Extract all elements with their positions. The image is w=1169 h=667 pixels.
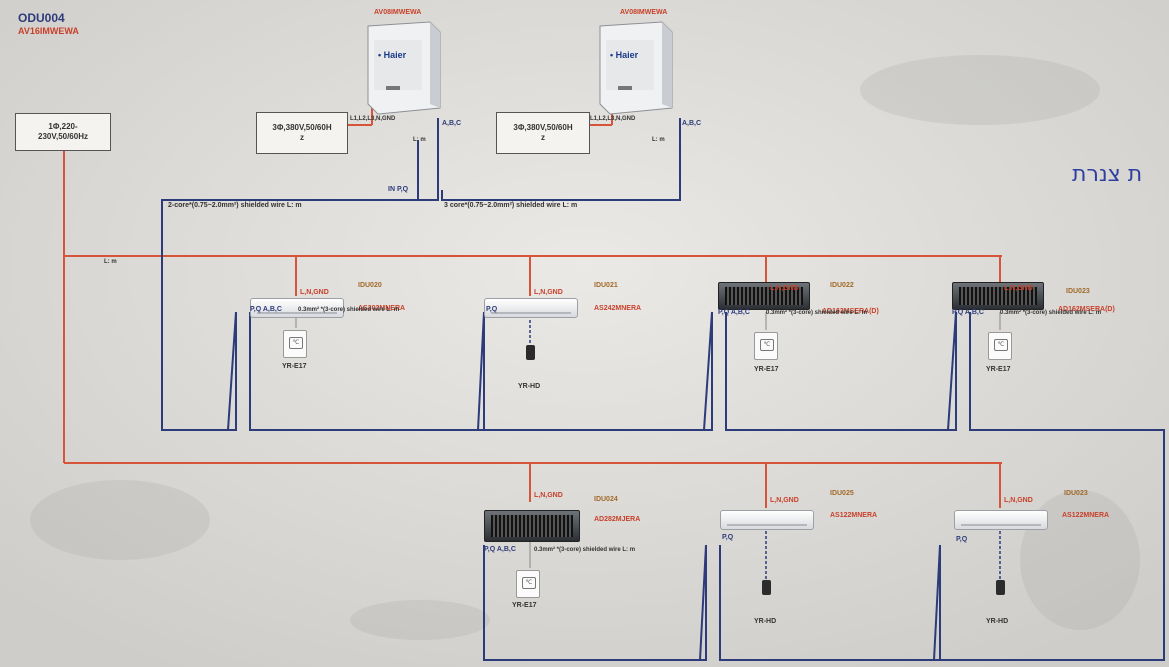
idu023-pq: P,Q A,B,C <box>952 309 984 316</box>
idu023b-pq: P,Q <box>956 536 968 543</box>
idu021-power: L,N,GND <box>534 289 563 296</box>
idu025-id: IDU025 <box>830 490 854 497</box>
idu023b-id: IDU023 <box>1064 490 1088 497</box>
idu025-model: AS122MNERA <box>830 512 878 519</box>
hebrew-note: ת צנרת <box>1072 162 1143 187</box>
three-phase-power-box-2: 3Φ,380V,50/60H z <box>496 112 590 154</box>
outdoor-unit-2-length: L: m <box>652 137 665 143</box>
outdoor-unit-1-model: AV08IMWEWA <box>374 9 422 16</box>
outdoor-unit-2-comm-terminals: A,B,C <box>682 120 702 127</box>
idu025-controller: YR-HD <box>754 618 777 625</box>
outdoor-unit-1-comm-terminals: A,B,C <box>442 120 462 127</box>
idu022-power: L,N,GND <box>770 285 799 292</box>
idu021-controller: YR-HD <box>518 383 541 390</box>
idu020-controller: YR-E17 <box>282 363 307 370</box>
idu022-id: IDU022 <box>830 282 854 289</box>
idu024-power: L,N,GND <box>534 492 563 499</box>
idu023-power: L,N,GND <box>1004 285 1033 292</box>
idu022-pq: P,Q A,B,C <box>718 309 750 316</box>
idu025-pq: P,Q <box>722 534 734 541</box>
idu023-model: AD162MSERA(D) <box>1058 306 1115 313</box>
outdoor-unit-2-power-terminals: L1,L2,L3,N,GND <box>590 116 636 122</box>
odu-pq-label: IN P,Q <box>388 186 409 193</box>
shield-3core-label: 3 core*(0.75~2.0mm²) shielded wire L: m <box>444 202 578 209</box>
idu021-pq: P,Q <box>486 306 498 313</box>
idu020-id: IDU020 <box>358 282 382 289</box>
idu024-model: AD282MJERA <box>594 516 641 523</box>
indoor-unit-idu023b-graphic <box>954 510 1048 530</box>
indoor-unit-idu021-graphic <box>484 298 578 318</box>
idu022-shield: 0.3mm² *(3-core) shielded wire L: m <box>766 310 868 316</box>
idu023-controller: YR-E17 <box>986 366 1011 373</box>
idu022-model: AD162MSERA(D) <box>822 308 879 315</box>
idu020-wired-controller-icon: ℃ <box>283 330 307 358</box>
idu020-shield: 0.3mm² *(3-core) shielded wire L: m <box>298 307 400 313</box>
idu024-wired-controller-icon: ℃ <box>516 570 540 598</box>
idu023b-model: AS122MNERA <box>1062 512 1110 519</box>
odu-model: AV16IMWEWA <box>18 26 79 36</box>
idu021-remote-icon <box>526 345 535 360</box>
main-power-length-label: L: m <box>104 259 117 265</box>
idu024-pq: P,Q A,B,C <box>484 546 516 553</box>
indoor-unit-idu025-graphic <box>720 510 814 530</box>
single-phase-power-box: 1Φ,220- 230V,50/60Hz <box>15 113 111 151</box>
idu020-model: AS302MNERA <box>358 305 406 312</box>
outdoor-unit-2-model: AV08IMWEWA <box>620 9 668 16</box>
indoor-unit-idu023-graphic <box>952 282 1044 310</box>
outdoor-unit-2-graphic <box>599 21 673 115</box>
idu023-shield: 0.3mm² *(3-core) shielded wire L: m <box>1000 310 1102 316</box>
indoor-unit-idu024-graphic <box>484 510 580 542</box>
idu021-model: AS242MNERA <box>594 305 642 312</box>
idu024-shield: 0.3mm² *(3-core) shielded wire L: m <box>534 547 636 553</box>
outdoor-unit-1-graphic <box>367 21 441 115</box>
outdoor-unit-1-length: L: m <box>413 137 426 143</box>
idu021-id: IDU021 <box>594 282 618 289</box>
idu023-wired-controller-icon: ℃ <box>988 332 1012 360</box>
idu020-pq: P,Q A,B,C <box>250 306 282 313</box>
indoor-unit-idu020-graphic <box>250 298 344 318</box>
idu023b-power: L,N,GND <box>1004 497 1033 504</box>
shield-2core-label: 2-core*(0.75~2.0mm²) shielded wire L: m <box>168 202 302 209</box>
idu025-power: L,N,GND <box>770 497 799 504</box>
odu-id: ODU004 <box>18 11 65 25</box>
svg-text:• Haier: • Haier <box>610 50 639 60</box>
idu022-wired-controller-icon: ℃ <box>754 332 778 360</box>
svg-text:• Haier: • Haier <box>378 50 407 60</box>
three-phase-power-box-1: 3Φ,380V,50/60H z <box>256 112 348 154</box>
idu024-id: IDU024 <box>594 496 618 503</box>
outdoor-unit-1-power-terminals: L1,L2,L3,N,GND <box>350 116 396 122</box>
idu025-remote-icon <box>762 580 771 595</box>
idu023b-controller: YR-HD <box>986 618 1009 625</box>
idu023-id: IDU023 <box>1066 288 1090 295</box>
idu024-controller: YR-E17 <box>512 602 537 609</box>
idu020-power: L,N,GND <box>300 289 329 296</box>
indoor-unit-idu022-graphic <box>718 282 810 310</box>
idu022-controller: YR-E17 <box>754 366 779 373</box>
idu023b-remote-icon <box>996 580 1005 595</box>
